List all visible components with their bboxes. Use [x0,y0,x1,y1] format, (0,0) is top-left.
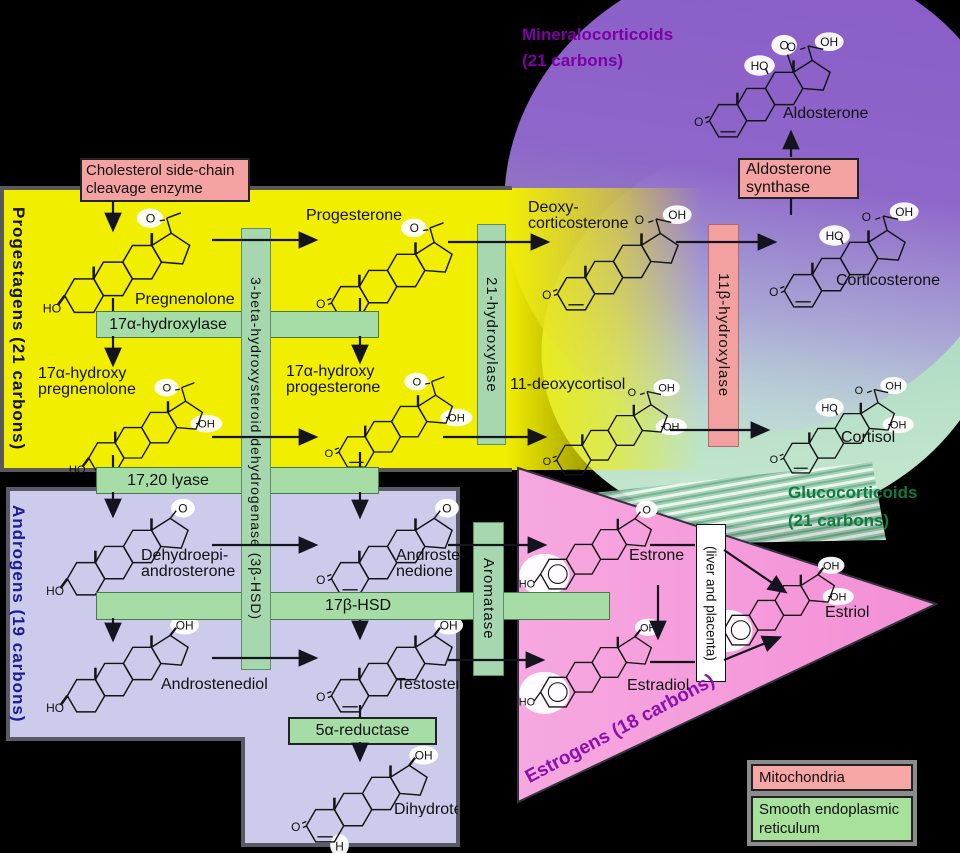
svg-text:OH: OH [640,622,656,634]
svg-text:O: O [862,210,871,224]
svg-text:O: O [635,213,644,227]
svg-text:OH: OH [823,560,839,572]
estrone-label: Estrone [629,547,685,564]
svg-text:O: O [324,448,333,460]
svg-text:HO: HO [519,696,535,708]
svg-text:OH: OH [830,591,846,603]
svg-text:O: O [855,385,863,397]
mineralocorticoids-region-label: Mineralocorticoids (21 carbons) [522,25,674,70]
deoxycorticosterone-label: Deoxy- corticosterone [528,199,629,232]
svg-text:HO: HO [826,229,844,243]
androstenedione-structure: OO [316,498,459,596]
17a-hydroxyprogesterone-label: 17α-hydroxy progesterone [286,363,381,396]
svg-text:OH: OH [448,413,465,425]
cortisol-label: Cortisol [841,429,896,446]
11b-hydroxylase-bar: 11β-hydroxylase [708,224,739,447]
svg-text:O: O [642,504,650,516]
svg-text:OH: OH [895,205,913,219]
svg-text:O: O [787,40,796,54]
aldosterone-structure: O OH O HO O [694,32,844,138]
5a-reductase-box: 5α-reductase [288,717,437,745]
svg-text:HO: HO [46,584,64,598]
svg-text:OH: OH [440,618,458,632]
svg-text:OH: OH [890,419,906,431]
corticosterone-label: Corticosterone [836,272,941,289]
svg-text:O: O [628,387,636,399]
svg-text:O: O [770,454,778,466]
svg-text:HO: HO [43,301,61,315]
17b-hsd-bar: 17β-HSD [96,592,610,620]
androgens-region-label: Androgens (19 carbons) [9,505,28,723]
svg-text:OH: OH [885,380,901,392]
progestagens-region-label: Progestagens (21 carbons) [9,207,28,451]
svg-text:O: O [162,383,171,395]
legend: Mitochondria Smooth endoplasmic reticulu… [747,760,917,846]
svg-text:O: O [146,212,156,226]
aldosterone-label: Aldosterone [783,105,869,122]
estradiol-label: Estradiol [627,677,690,694]
testosterone-label: Testosterone [396,677,458,692]
androgens-box [6,487,460,847]
svg-text:OH: OH [668,208,686,222]
svg-text:O: O [769,285,778,299]
svg-text:O: O [694,115,703,129]
legend-smooth-er: Smooth endoplasmic reticulum [751,796,913,842]
svg-text:HO: HO [821,402,837,414]
17a-hydroxylase-bar: 17α-hydroxylase [96,311,379,338]
svg-text:O: O [178,501,187,515]
svg-text:O: O [291,820,300,834]
3b-hsd-bar: 3-beta-hydroxysteroid dehydrogenase (3β-… [241,228,271,670]
androstenediol-label: Androstenediol [161,676,268,693]
glucocorticoids-region-label: Glucocorticoids (21 carbons) [788,483,918,530]
estradiol-structure: HO OH [519,618,662,714]
11-deoxycortisol-label: 11-deoxycortisol [510,376,626,393]
dihydrotestosterone-label: Dihydrotestosterone [394,802,458,817]
estrone-structure: HO O [519,500,658,596]
svg-text:O: O [316,573,325,587]
svg-text:O: O [316,297,325,311]
corticosterone-structure: O OH O HO [769,202,919,308]
estriol-label: Estriol [825,604,870,621]
svg-text:O: O [542,288,551,302]
androstenedione-label: Androste- nedione [396,547,466,580]
svg-text:OH: OH [658,382,674,394]
svg-text:OH: OH [198,419,215,431]
svg-text:O: O [412,377,421,389]
17a-hydroxypregnenolone-structure: HO O OH [69,378,223,476]
svg-text:HO: HO [46,701,64,715]
21-hydroxylase-bar: 21-hydroxylase [477,224,506,445]
aldosterone-synthase-box: Aldosterone synthase [738,158,859,199]
svg-text:OH: OH [820,35,838,49]
pregnenolone-label: Pregnenolone [135,291,235,308]
testosterone-structure: O OH [316,615,464,713]
androstenediol-structure: HO OH [46,615,200,715]
dhea-label: Dehydroepi- androsterone [141,547,236,580]
svg-text:O: O [543,456,551,468]
pregnenolone-structure: HO O [43,208,191,315]
17-20-lyase-bar: 17,20 lyase [96,467,379,494]
svg-text:OH: OH [663,421,679,433]
deoxycorticosterone-structure: O OH O [542,205,692,311]
svg-text:O: O [780,38,789,52]
17a-hydroxyprogesterone-structure: O O OH [324,372,473,468]
17a-hydroxypregnenolone-label: 17α-hydroxy pregnenolone [38,365,136,398]
legend-mitochondria: Mitochondria [751,764,913,791]
dihydrotestosterone-structure: O OH H [291,745,439,853]
cortisol-structure: O OH O OH HO [770,376,914,474]
dehydroepiandrosterone-structure: HO O [46,498,195,598]
svg-text:HO: HO [751,59,769,73]
progesterone-label: Progesterone [306,207,403,224]
cholesterol-scc-enzyme-box: Cholesterol side-chain cleavage enzyme [80,158,250,202]
liver-placenta-box: (liver and placenta) [696,524,726,682]
svg-text:OH: OH [176,618,194,632]
progesterone-structure: OO [316,218,453,320]
svg-text:OH: OH [415,748,433,762]
svg-text:HO: HO [69,464,86,476]
svg-text:O: O [316,690,325,704]
svg-text:O: O [442,501,451,515]
svg-text:O: O [410,221,419,235]
svg-text:H: H [335,839,344,853]
aromatase-bar: Aromatase [473,522,504,676]
svg-text:HO: HO [519,578,535,590]
